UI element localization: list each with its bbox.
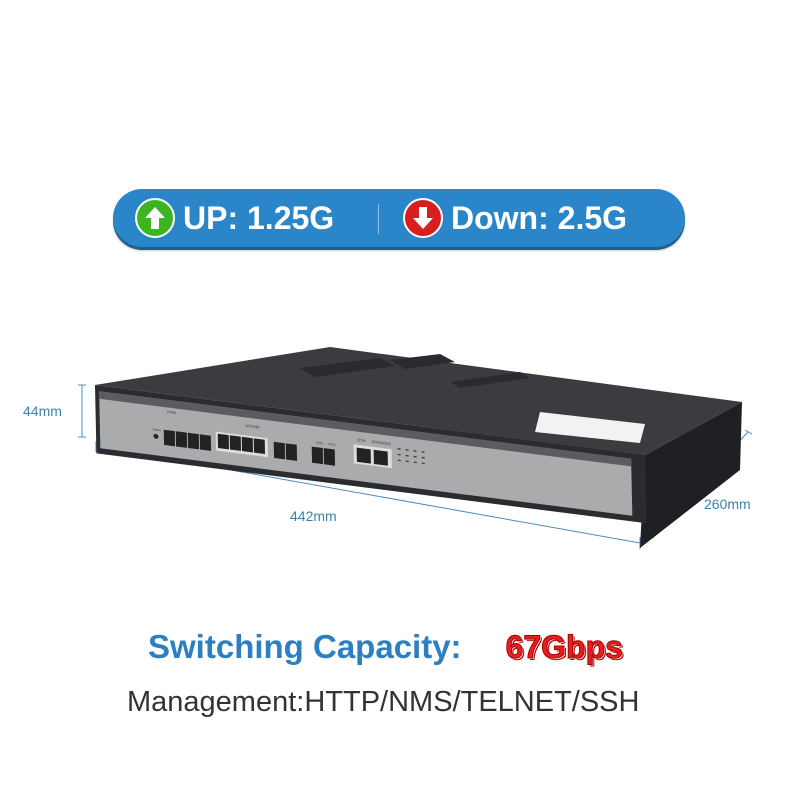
reset-button bbox=[153, 433, 159, 439]
xge1-label: XGE1 bbox=[316, 440, 324, 445]
eth-label: ETH bbox=[357, 437, 365, 443]
switching-capacity-label: Switching Capacity: bbox=[148, 628, 462, 665]
divider bbox=[378, 204, 379, 234]
console-label: CONSOLE bbox=[371, 439, 391, 446]
front-panel: PON Reset UPLINK XGE1 XGE2 ETH CONSOLE bbox=[95, 385, 647, 524]
upstream-speed: UP: 1.25G bbox=[135, 189, 334, 247]
downstream-label: Down: 2.5G bbox=[451, 199, 628, 236]
xge2-label: XGE2 bbox=[328, 442, 336, 447]
arrow-down-circle-icon bbox=[403, 198, 443, 238]
uplink-rj45-ports bbox=[217, 433, 266, 454]
eth-console-ports bbox=[356, 447, 388, 466]
height-dimension: 44mm bbox=[23, 403, 62, 419]
uplink-label: UPLINK bbox=[245, 423, 260, 430]
width-dimension: 442mm bbox=[290, 508, 337, 524]
status-leds bbox=[397, 448, 425, 465]
downstream-speed: Down: 2.5G bbox=[403, 189, 627, 247]
switching-capacity-value: 67Gbps bbox=[505, 629, 623, 666]
top-vents bbox=[300, 354, 530, 388]
pon-label: PON bbox=[167, 409, 176, 415]
device-side bbox=[640, 402, 742, 548]
reset-label: Reset bbox=[153, 427, 161, 432]
pon-sfp-ports bbox=[163, 429, 212, 451]
product-label-sticker bbox=[535, 412, 645, 443]
management-protocols: Management:HTTP/NMS/TELNET/SSH bbox=[127, 686, 640, 718]
upstream-label: UP: 1.25G bbox=[183, 199, 335, 236]
uplink-sfp-ports bbox=[273, 441, 336, 466]
speed-banner: UP: 1.25G Down: 2.5G bbox=[113, 189, 685, 247]
arrow-up-circle-icon bbox=[135, 198, 175, 238]
depth-dimension: 260mm bbox=[704, 496, 751, 512]
switching-capacity: Switching Capacity: 67Gbps bbox=[148, 628, 623, 666]
